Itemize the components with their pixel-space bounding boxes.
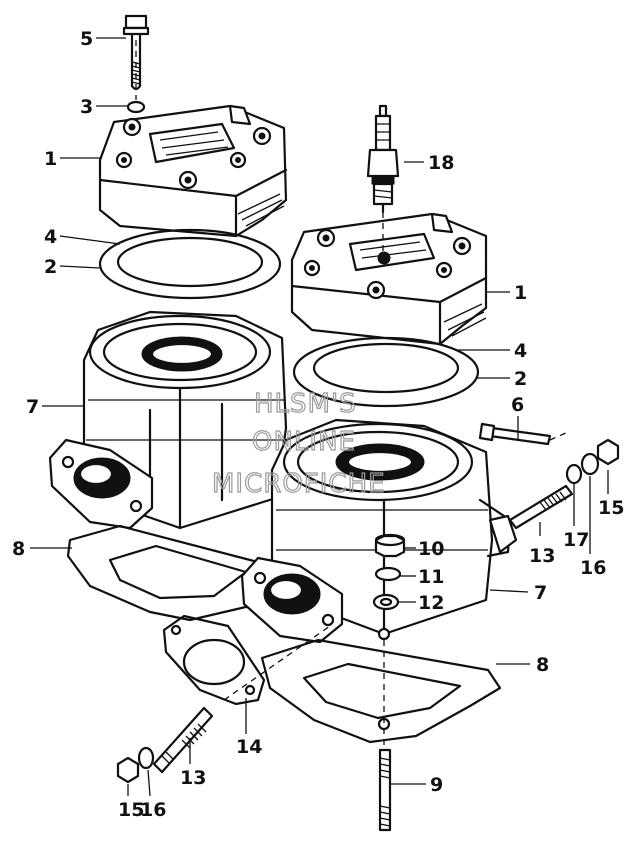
head-gasket-left (98, 228, 282, 300)
callout-10: 10 (418, 538, 444, 560)
bolt-6 (478, 422, 552, 446)
callout-labels: 5 3 1 4 2 7 8 18 1 4 2 6 15 16 17 13 10 … (12, 28, 624, 821)
callout-9: 9 (430, 774, 443, 796)
callout-14: 14 (236, 736, 262, 758)
callout-13-right: 13 (529, 545, 555, 567)
callout-4-right: 4 (514, 340, 527, 362)
leader-lines (30, 37, 609, 797)
callout-16-left: 16 (140, 799, 166, 821)
o-ring-right (312, 342, 460, 394)
callout-1-right: 1 (514, 282, 527, 304)
washer-12 (372, 593, 400, 611)
washer-11 (374, 566, 402, 582)
callout-15-right: 15 (598, 497, 624, 519)
o-ring-left (116, 236, 264, 288)
watermark: HLSM'S ONLINE MICROFICHE (211, 388, 386, 499)
stud-left (152, 706, 214, 774)
watermark-line-1: HLSM'S (254, 389, 357, 419)
centre-lines (135, 40, 569, 750)
callout-7-right: 7 (534, 582, 547, 604)
callout-2-left: 2 (44, 256, 57, 278)
callout-12: 12 (418, 592, 444, 614)
washer-left (126, 100, 146, 114)
callout-1-left: 1 (44, 148, 57, 170)
callout-3: 3 (80, 96, 93, 118)
spark-plug (366, 104, 400, 214)
callout-8-left: 8 (12, 538, 25, 560)
cylinder-right (240, 418, 518, 644)
nut-15-left (116, 756, 140, 784)
exhaust-gasket (162, 614, 266, 706)
callout-8-right: 8 (536, 654, 549, 676)
watermark-line-2: ONLINE (252, 427, 356, 457)
washer-16-right (580, 452, 600, 476)
nut-10 (374, 533, 406, 558)
cylinder-head-right (290, 212, 488, 346)
callout-2-right: 2 (514, 368, 527, 390)
nut-15-right (596, 438, 620, 466)
callout-5: 5 (80, 28, 93, 50)
stud-9 (378, 748, 392, 832)
base-gasket-right (260, 638, 502, 744)
watermark-line-3: MICROFICHE (212, 469, 386, 499)
cylinder-head-left (98, 104, 288, 238)
head-gasket-right (292, 336, 480, 408)
washer-17 (565, 463, 583, 485)
callout-16-right: 16 (580, 557, 606, 579)
callout-18: 18 (428, 152, 454, 174)
callout-11: 11 (418, 566, 444, 588)
callout-17: 17 (563, 529, 589, 551)
head-bolt-left (122, 14, 150, 91)
callout-15-left: 15 (118, 799, 144, 821)
callout-6: 6 (511, 394, 524, 416)
stud-right (508, 484, 574, 530)
washer-16-left (137, 746, 155, 770)
callout-13-left: 13 (180, 767, 206, 789)
callout-4-left: 4 (44, 226, 57, 248)
callout-7-left: 7 (26, 396, 39, 418)
cylinder-left (48, 310, 288, 530)
